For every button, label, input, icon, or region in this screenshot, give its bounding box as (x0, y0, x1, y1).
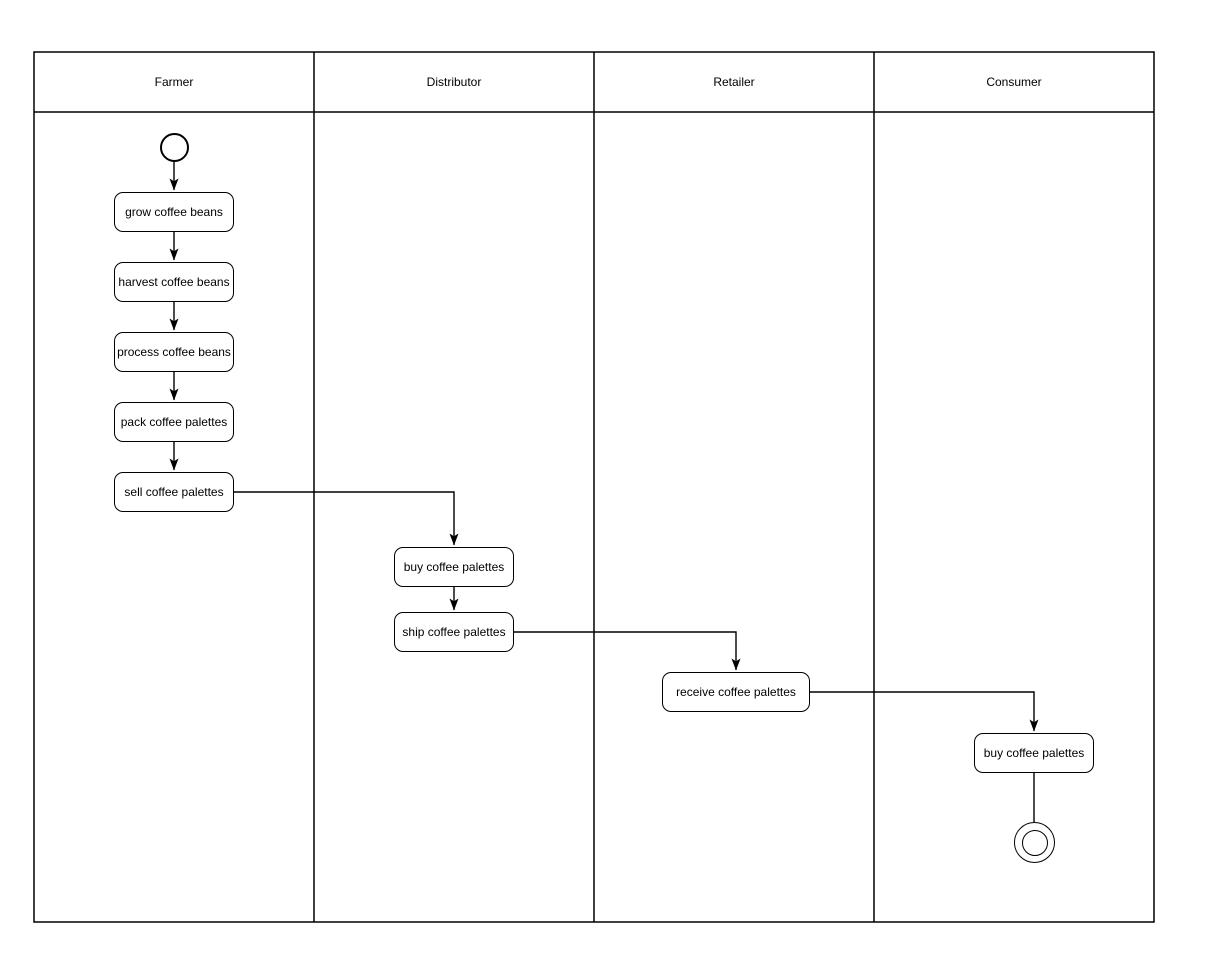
lane-header-consumer: Consumer (874, 52, 1154, 112)
activity-receive-coffee-palettes: receive coffee palettes (662, 672, 810, 712)
activity-harvest-coffee-beans: harvest coffee beans (114, 262, 234, 302)
lane-header-farmer: Farmer (34, 52, 314, 112)
lane-label: Retailer (713, 75, 755, 89)
lane-label: Farmer (154, 75, 194, 89)
activity-buy-coffee-palettes-consumer: buy coffee palettes (974, 733, 1094, 773)
activity-buy-coffee-palettes-distributor: buy coffee palettes (394, 547, 514, 587)
activity-pack-coffee-palettes: pack coffee palettes (114, 402, 234, 442)
activity-label: receive coffee palettes (676, 685, 796, 699)
edge-ship-to-receive (514, 631, 741, 671)
final-node (1014, 822, 1055, 863)
activity-sell-coffee-palettes: sell coffee palettes (114, 472, 234, 512)
initial-node (160, 133, 189, 162)
edge-sell-to-buy-distributor (234, 491, 459, 546)
lane-header-distributor: Distributor (314, 52, 594, 112)
final-node-inner (1021, 829, 1048, 856)
activity-label: pack coffee palettes (120, 415, 228, 429)
activity-ship-coffee-palettes: ship coffee palettes (394, 612, 514, 652)
activity-label: buy coffee palettes (403, 560, 505, 574)
activity-grow-coffee-beans: grow coffee beans (114, 192, 234, 232)
activity-process-coffee-beans: process coffee beans (114, 332, 234, 372)
lane-header-retailer: Retailer (594, 52, 874, 112)
activity-label: grow coffee beans (125, 205, 223, 219)
activity-label: ship coffee palettes (402, 625, 506, 639)
lane-label: Consumer (986, 75, 1042, 89)
activity-label: harvest coffee beans (118, 275, 230, 289)
edge-receive-to-buy-consumer (810, 691, 1039, 732)
lane-label: Distributor (426, 75, 482, 89)
activity-label: buy coffee palettes (983, 746, 1085, 760)
activity-label: sell coffee palettes (124, 485, 224, 499)
activity-label: process coffee beans (117, 345, 231, 359)
